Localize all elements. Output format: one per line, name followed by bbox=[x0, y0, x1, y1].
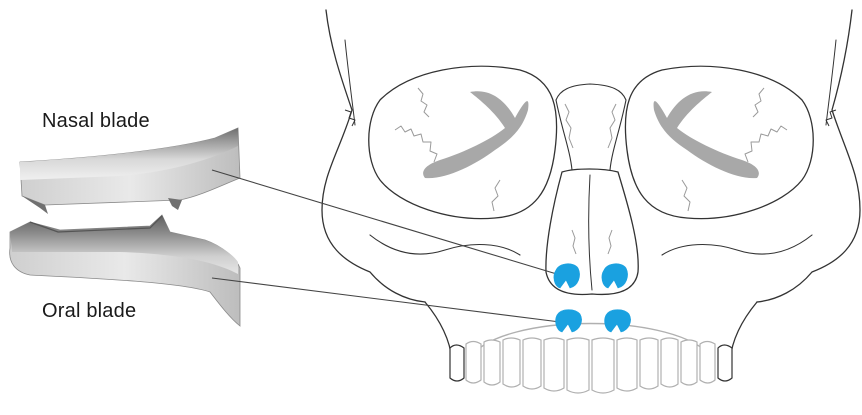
nasal-blade-image bbox=[20, 128, 240, 214]
right-orbit bbox=[625, 66, 813, 218]
oral-blade-label: Oral blade bbox=[42, 300, 136, 323]
skull-illustration bbox=[322, 10, 860, 360]
left-orbit bbox=[369, 66, 557, 218]
skull-sutures bbox=[345, 88, 836, 254]
nasal-blade-label: Nasal blade bbox=[42, 110, 150, 133]
contact-pad-icon bbox=[602, 264, 628, 288]
upper-teeth bbox=[450, 338, 732, 393]
contact-pad-icon bbox=[556, 310, 582, 332]
contact-pad-icon bbox=[605, 310, 631, 332]
orbit-shadows bbox=[423, 91, 759, 178]
contact-pad-icon bbox=[554, 264, 580, 288]
contact-pads bbox=[554, 264, 631, 332]
oral-leader-line bbox=[212, 278, 560, 322]
